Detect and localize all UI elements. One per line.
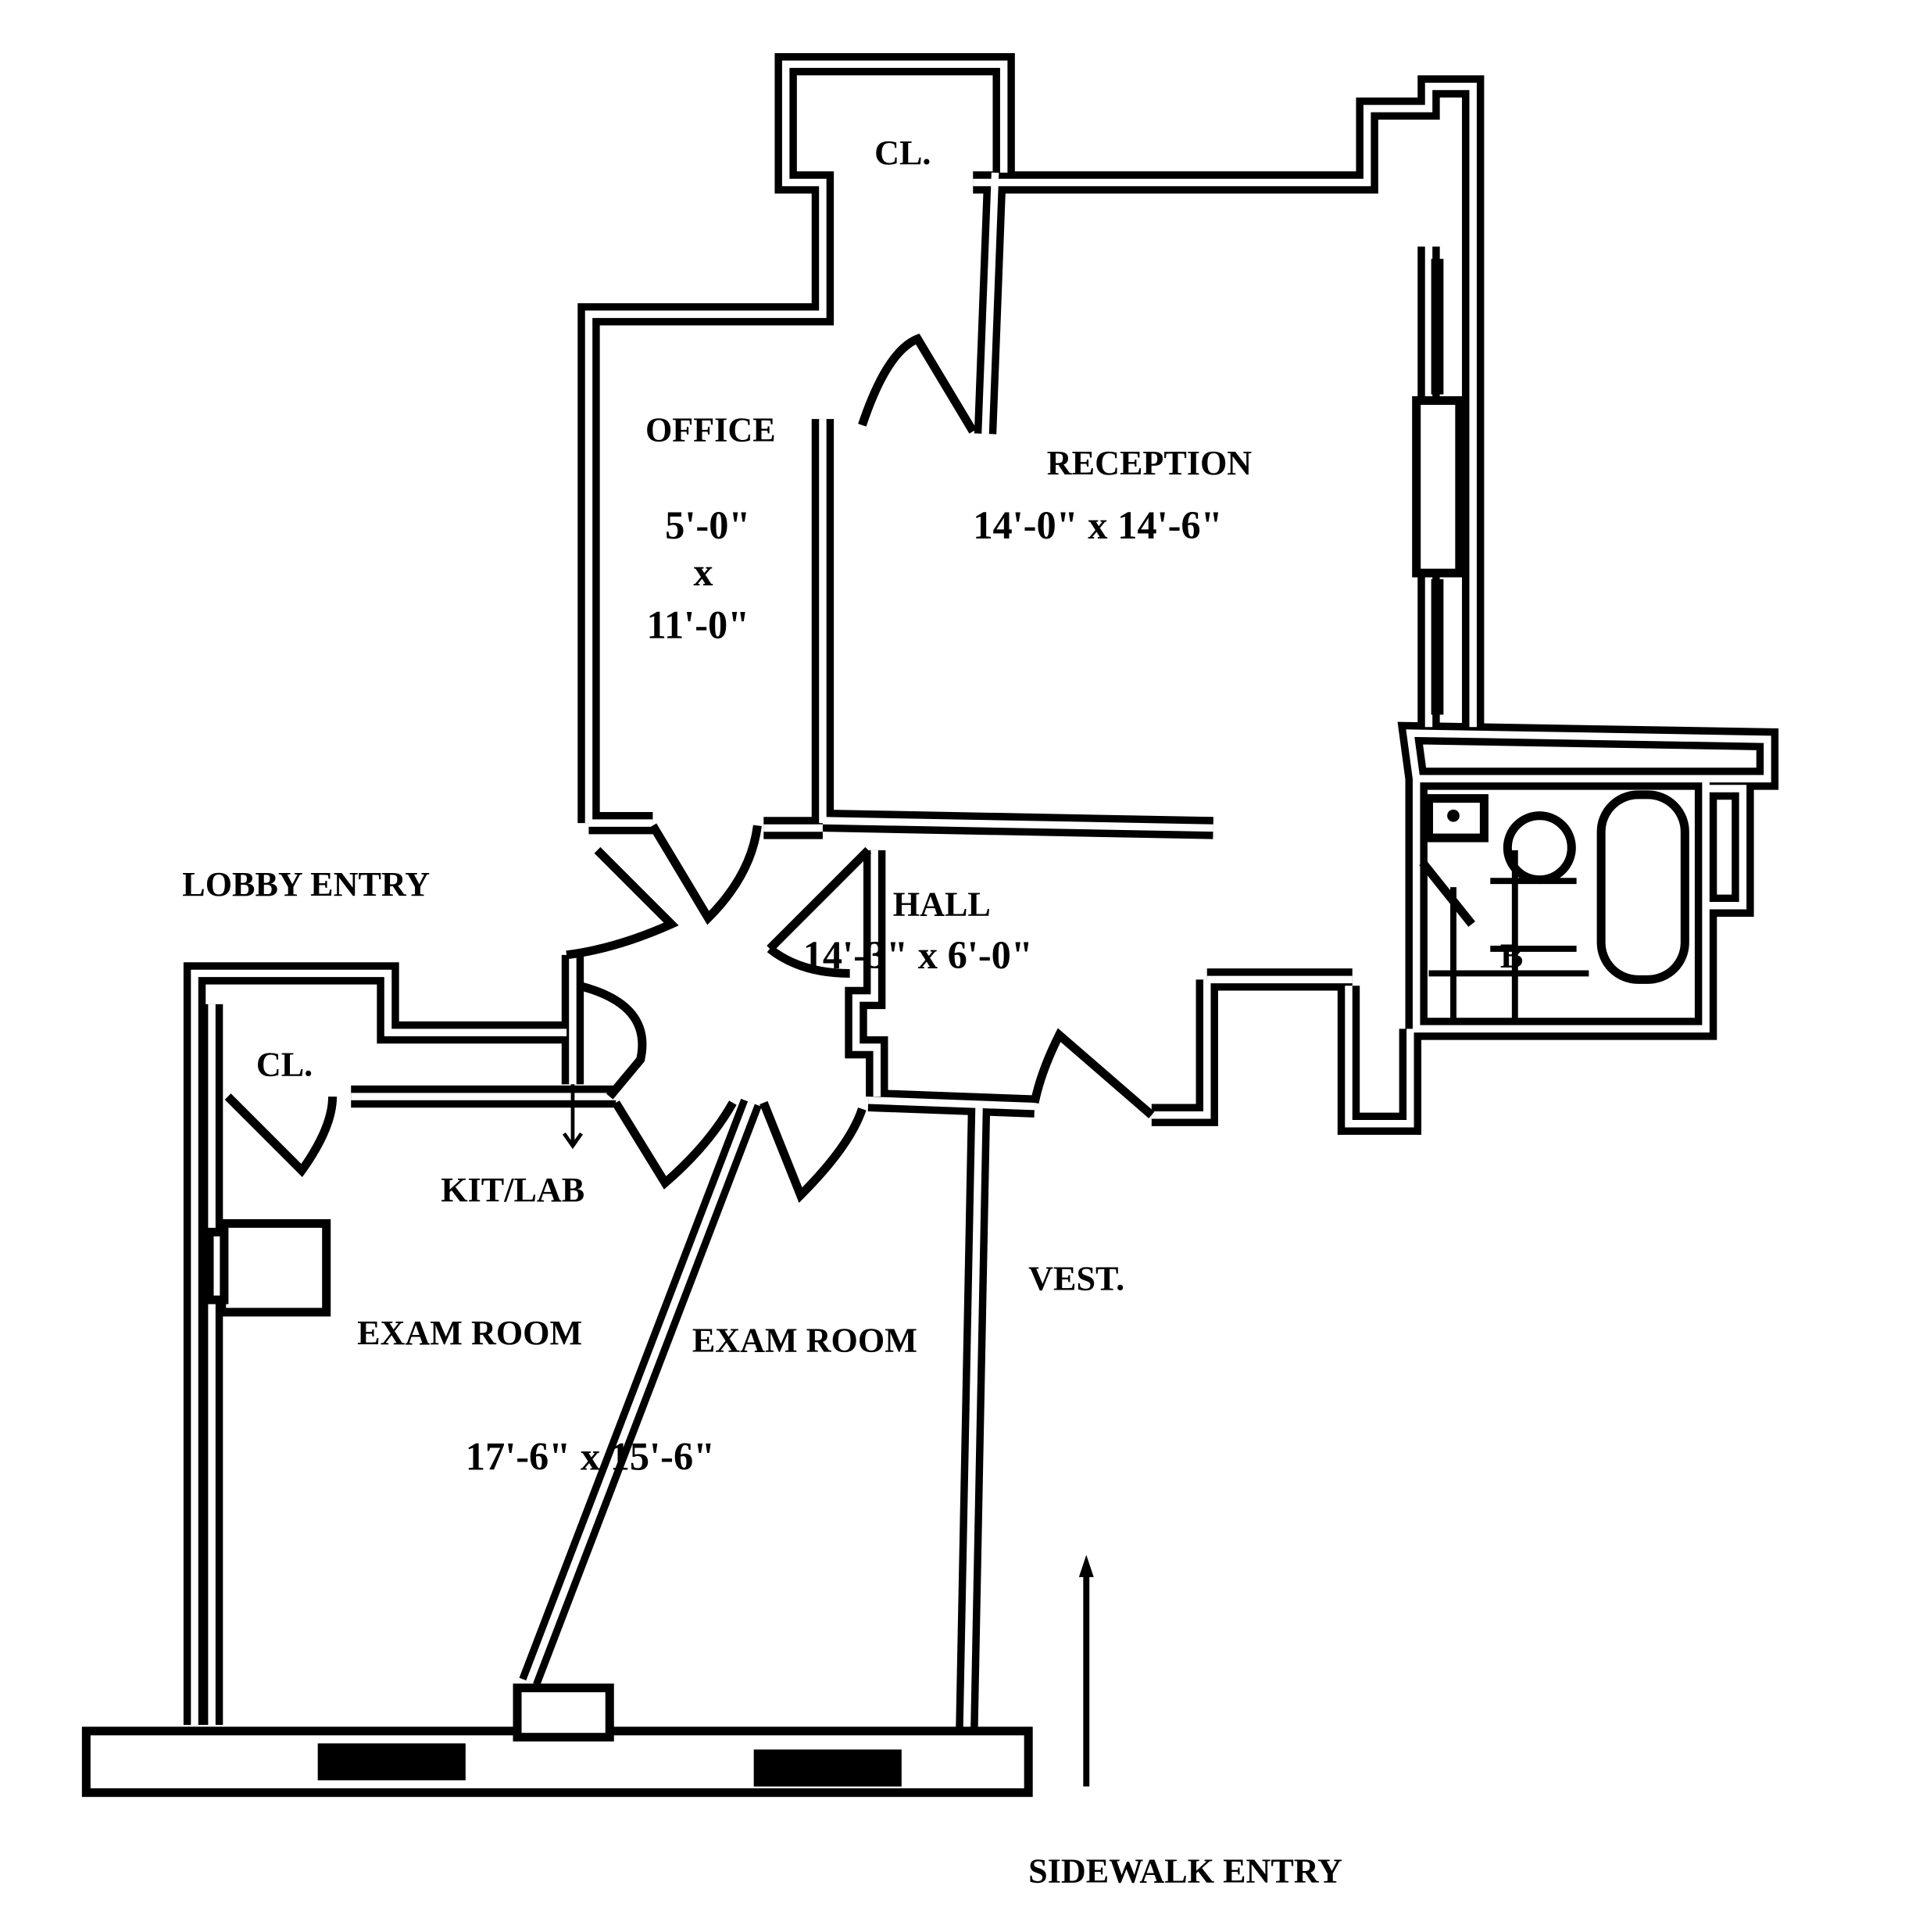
kitchen-counter <box>205 1218 331 1317</box>
hall-label: HALL <box>893 885 991 923</box>
reception-label: RECEPTION <box>1047 444 1252 482</box>
office-label: OFFICE <box>645 411 776 449</box>
reception-windows <box>1412 259 1464 715</box>
closet-left-label: CL. <box>256 1045 313 1083</box>
exam-room-dims: 17'-6" x 15'-6" <box>466 1435 715 1479</box>
vest-label: VEST. <box>1028 1260 1124 1298</box>
office-dim-x: x <box>693 550 713 594</box>
kitlab-label: KIT/LAB <box>441 1171 584 1209</box>
entry-arrow <box>1078 1555 1094 1787</box>
front-wall <box>81 1683 1033 1798</box>
exam-room-left-label: EXAM ROOM <box>357 1314 582 1352</box>
door-swings <box>224 333 1475 1204</box>
sidewalk-entry-label: SIDEWALK ENTRY <box>1028 1852 1342 1891</box>
bath-label: B <box>1500 937 1523 975</box>
lobby-entry-label: LOBBY ENTRY <box>182 865 430 903</box>
reception-dims: 14'-0" x 14'-6" <box>973 503 1222 547</box>
kitchen-arrow <box>562 1084 583 1150</box>
hall-dims: 14'-3" x 6'-0" <box>803 933 1033 977</box>
office-dim-height: 11'-0" <box>647 603 750 647</box>
bathroom-fixtures <box>1424 790 1689 1023</box>
closet-top-label: CL. <box>874 134 931 172</box>
exam-room-right-label: EXAM ROOM <box>692 1321 917 1359</box>
office-dim-width: 5'-0" <box>665 503 750 547</box>
